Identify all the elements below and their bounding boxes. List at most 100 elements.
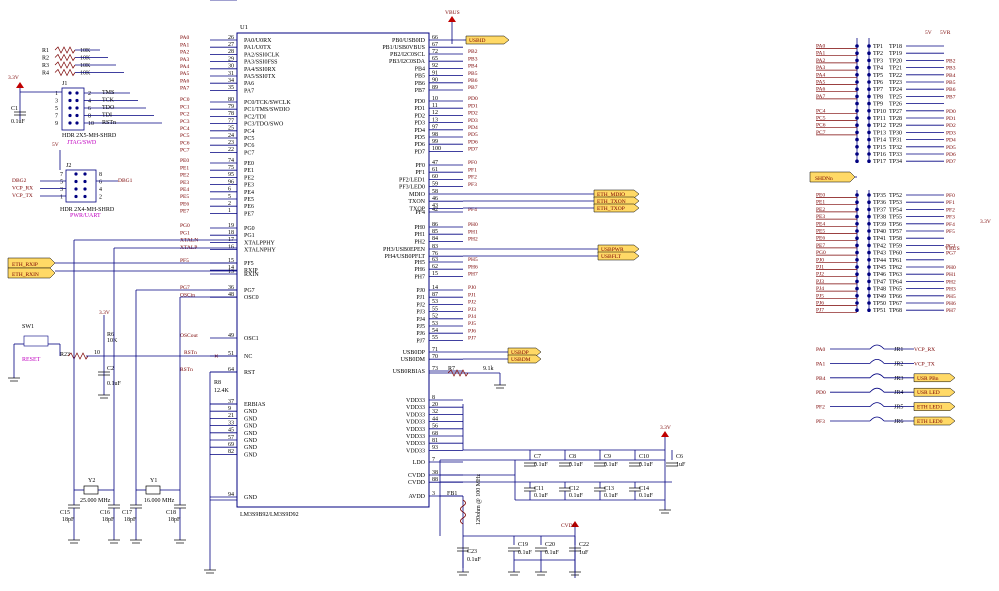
jtag-pin-left: 3: [55, 99, 58, 105]
ldo-cap-ref: C8: [569, 454, 576, 460]
tp-net-right: PG7: [946, 251, 956, 257]
shdn-port: SHDNn: [815, 176, 833, 182]
chip-left-pin-name: GND: [244, 409, 258, 415]
tp-left-label: TP48: [873, 287, 886, 293]
chip-right-pin-name: VDD33: [406, 448, 425, 454]
chip-right-net: PF1: [468, 167, 477, 173]
chip-left-pin-name: PA3/SSI0FSS: [244, 60, 277, 66]
tp-left-label: TP7: [873, 87, 883, 93]
tp-net-right: PD2: [946, 123, 956, 129]
jumper-net: PF2: [816, 405, 825, 411]
chip-left-pin-number: 74: [228, 158, 234, 164]
tp-left-label: TP2: [873, 51, 883, 57]
chip-left-pin-name: GND: [244, 416, 258, 422]
chip-left-pin-number: 31: [228, 71, 234, 77]
chip-left-net: PC4: [180, 126, 190, 132]
chip-left-net: OSCin: [180, 292, 195, 298]
tp-net-left: PJ0: [816, 257, 824, 263]
tp-right-label: TP27: [889, 109, 902, 115]
chip-right-pin-name: PJ0: [416, 288, 425, 294]
tp-left-label: TP43: [873, 251, 886, 257]
chip-left-pin-number: 57: [228, 435, 234, 441]
tp-net-left: PE1: [816, 200, 825, 206]
chip-right-pin-number: 67: [432, 42, 438, 48]
tp-net-right: PB7: [946, 94, 956, 100]
chip-right-pin-number: 93: [432, 445, 438, 451]
uart-pin-left: 5: [60, 180, 63, 186]
chip-left-pin-name: PC2/TDI: [244, 114, 266, 120]
chip-left-pin-number: 80: [228, 97, 234, 103]
tp-right-label: TP53: [889, 200, 902, 206]
chip-left-pin-number: 29: [228, 56, 234, 62]
chip-right-pin-name: PH7: [414, 274, 425, 280]
chip-right-pin-number: 44: [432, 416, 438, 422]
chip-right-pin-name: TXON: [408, 199, 425, 205]
tp-left-label: TP35: [873, 193, 886, 199]
tp-net-right: PF3: [946, 215, 955, 221]
sw1-ref: SW1: [22, 324, 34, 330]
chip-right-pin-number: 76: [432, 251, 438, 257]
chip-right-net: PJ6: [468, 328, 476, 334]
chip-right-pin-name: TXOP: [409, 206, 425, 212]
chip-left-net: PC5: [180, 133, 190, 139]
tp-right-label: TP68: [889, 308, 902, 314]
jtag-pin-left: 1: [55, 91, 58, 97]
chip-right-net: PH0: [468, 222, 478, 228]
uart-subcaption: PWR/UART: [70, 213, 101, 219]
tp-left-label: TP4: [873, 66, 883, 72]
chip-ref: U1: [240, 24, 248, 31]
chip-right-net: PJ4: [468, 314, 476, 320]
chip-right-net: PH5: [468, 257, 478, 263]
chip-left-pin-number: 21: [228, 413, 234, 419]
tp-net-left: PA4: [816, 72, 826, 78]
chip-left-pin-number: 2: [228, 201, 231, 207]
chip-left-net: PE5: [180, 194, 189, 200]
r7-ref: R7: [448, 366, 455, 372]
chip-right-pin-number: 83: [432, 244, 438, 250]
chip-left-pin-number: 69: [228, 442, 234, 448]
tp-net-left: PA3: [816, 65, 826, 71]
erbias: R8 12.4K: [204, 371, 237, 574]
uart-pin-right: 4: [99, 187, 102, 193]
tp-left-label: TP15: [873, 145, 886, 151]
chip-right-pin-number: 7: [432, 457, 435, 463]
chip-left-net: PF5: [180, 258, 189, 264]
uart-dbg1: DBG1: [118, 178, 133, 184]
chip-left-pin-number: 94: [228, 492, 234, 498]
chip-right-pin-number: 11: [432, 103, 438, 109]
chip-right-pin-name: PH1: [414, 232, 425, 238]
chip-right-net: PH1: [468, 229, 478, 235]
chip-right-pin-number: 90: [432, 78, 438, 84]
chip-left-pins: 26PA0/U0RXPA027PA1/U0TXPA128PA2/SSI0CLKP…: [180, 0, 291, 501]
chip-right-pin-number: 12: [432, 110, 438, 116]
c1-ref: C1: [11, 106, 18, 112]
tp-net-left: PA7: [816, 94, 826, 100]
tp-net-right: PB4: [946, 73, 956, 79]
tp-net-left: PA5: [816, 80, 826, 86]
chip-right-pin-number: 38: [432, 470, 438, 476]
tp-net-right: PH2: [946, 279, 956, 285]
chip-right-pin-number: 59: [432, 181, 438, 187]
tp-net-right: PB3: [946, 66, 956, 72]
avdd-cap-val: 0.1uF: [467, 557, 482, 563]
chip-left-pin-name: PG7: [244, 288, 255, 294]
chip-left-pin-number: 33: [228, 420, 234, 426]
tp-net-right: PH3: [946, 287, 956, 293]
jumper-label: VCP_TX: [914, 361, 935, 367]
ldo-cap-val: 1uF: [676, 462, 686, 468]
tp-net-left: PA6: [816, 87, 826, 93]
chip-right-pin-name: PJ4: [416, 317, 425, 323]
tp-net-left: PE0: [816, 193, 825, 199]
chip-left-pin-name: PC5: [244, 136, 254, 142]
chip-left-pin-name: PE3: [244, 183, 254, 189]
chip-left-pin-number: 22: [228, 147, 234, 153]
ldo-cap-val: 0.1uF: [569, 462, 584, 468]
ldo-cap-val: 0.1uF: [639, 493, 654, 499]
chip-right-pin-name: PD0: [414, 99, 425, 105]
tp-left-label: TP41: [873, 236, 886, 242]
chip-left-pin-name: OSC1: [244, 336, 259, 342]
ldo-cap-ref: C10: [639, 454, 649, 460]
